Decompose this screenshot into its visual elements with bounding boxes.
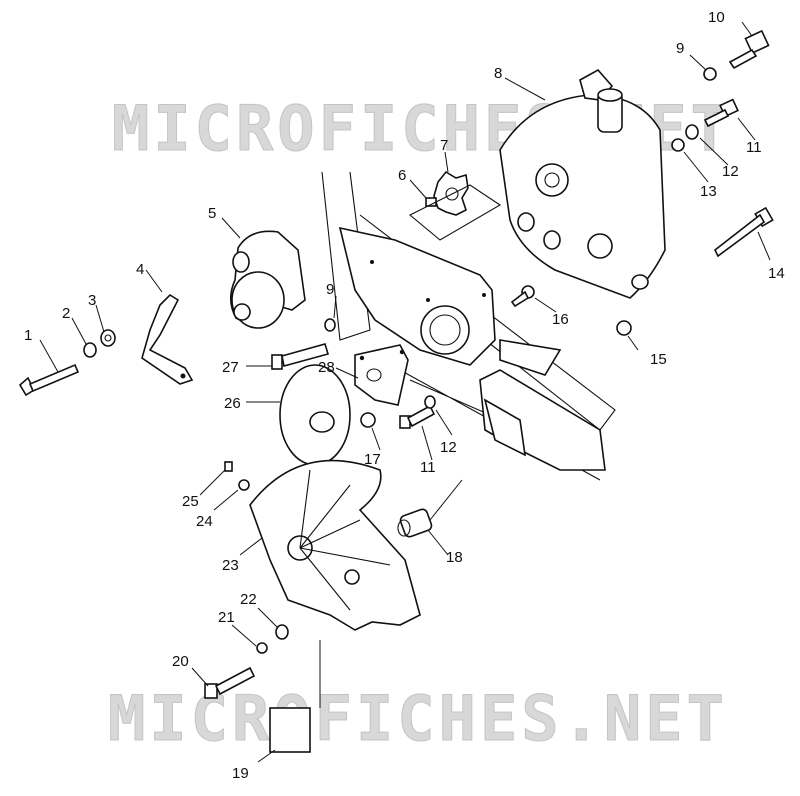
callout-16: 16	[552, 311, 569, 328]
callout-labels: 1 2 3 4 5 6 7 8 9 9 10 11 11 12 12 13 14…	[24, 9, 785, 782]
decal-part-19	[269, 707, 311, 753]
callout-6: 6	[398, 167, 406, 184]
callout-27: 27	[222, 359, 239, 376]
chassis-tube	[479, 339, 606, 471]
bracket-part-4	[141, 293, 194, 385]
guard-part-23	[249, 459, 421, 631]
bolt-part-10	[728, 29, 770, 70]
bolt-part-25	[224, 461, 233, 472]
housing-part-5	[229, 230, 306, 329]
callout-7: 7	[440, 137, 448, 154]
watermark-bottom: MICROFICHES.NET	[108, 682, 728, 755]
callout-22: 22	[240, 591, 257, 608]
callout-12-upper: 12	[722, 163, 739, 180]
washers-nuts	[83, 67, 717, 654]
callout-4: 4	[136, 261, 144, 278]
callout-10: 10	[708, 9, 725, 26]
bolt-part-27	[271, 343, 330, 370]
spacer-part-18	[397, 508, 433, 538]
gearcase-part-8	[499, 68, 666, 299]
callout-2: 2	[62, 305, 70, 322]
callout-12-lower: 12	[440, 439, 457, 456]
plate-part-28	[354, 344, 409, 406]
pulley-part-26	[279, 364, 351, 466]
callout-18: 18	[446, 549, 463, 566]
mounting-plate	[338, 226, 496, 366]
callout-9-lower: 9	[326, 281, 334, 298]
callout-25: 25	[182, 493, 199, 510]
callout-13: 13	[700, 183, 717, 200]
bolt-part-20	[204, 666, 256, 699]
callout-23: 23	[222, 557, 239, 574]
callout-21: 21	[218, 609, 235, 626]
callout-20: 20	[172, 653, 189, 670]
callout-28: 28	[318, 359, 335, 376]
callout-19: 19	[232, 765, 249, 782]
callout-8: 8	[494, 65, 502, 82]
callout-3: 3	[88, 292, 96, 309]
leader-lines	[39, 21, 771, 763]
callout-5: 5	[208, 205, 216, 222]
sprocket-part-7	[409, 170, 502, 241]
callout-1: 1	[24, 327, 32, 344]
callout-11-lower: 11	[420, 459, 436, 476]
bolt-part-11-lower	[399, 404, 436, 429]
callout-26: 26	[224, 395, 241, 412]
callout-15: 15	[650, 351, 667, 368]
bolt-part-16	[510, 285, 535, 308]
bolt-part-14	[713, 206, 774, 258]
bolt-part-11-upper	[703, 98, 739, 128]
callout-24: 24	[196, 513, 213, 530]
callout-14: 14	[768, 265, 785, 282]
callout-17: 17	[364, 451, 381, 468]
bolt-part-1	[18, 363, 80, 397]
callout-11-upper: 11	[746, 139, 762, 156]
callout-9-upper: 9	[676, 40, 684, 57]
